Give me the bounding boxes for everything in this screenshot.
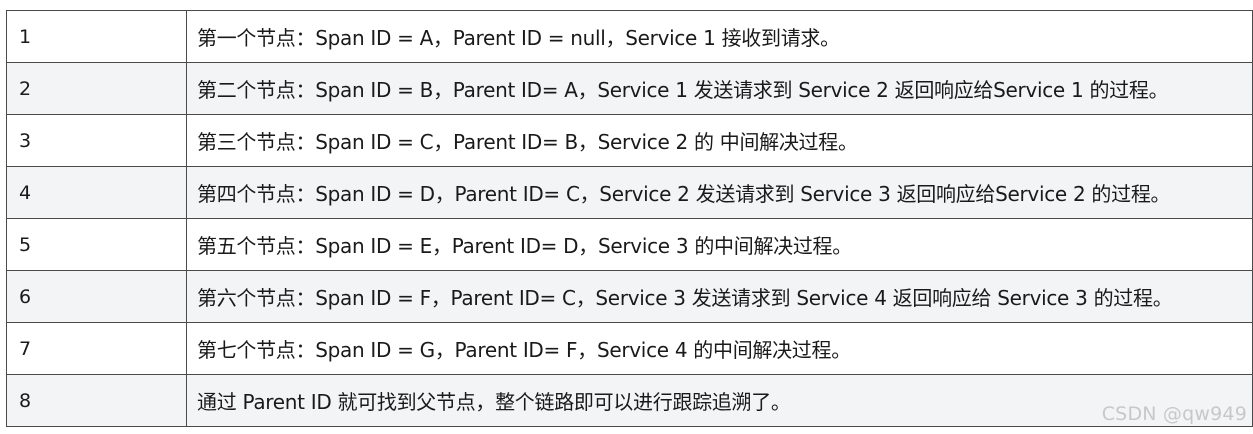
table-row: 4 第四个节点：Span ID = D，Parent ID= C，Service…: [6, 166, 1253, 219]
row-index: 7: [6, 322, 187, 375]
row-index: 4: [6, 166, 187, 219]
row-description: 第四个节点：Span ID = D，Parent ID= C，Service 2…: [186, 166, 1253, 219]
row-description: 第三个节点：Span ID = C，Parent ID= B，Service 2…: [186, 114, 1253, 167]
span-table: 1 第一个节点：Span ID = A，Parent ID = null，Ser…: [6, 10, 1253, 427]
row-description: 第二个节点：Span ID = B，Parent ID= A，Service 1…: [186, 62, 1253, 115]
watermark: CSDN @qw949: [1101, 403, 1247, 425]
row-description: 第五个节点：Span ID = E，Parent ID= D，Service 3…: [186, 218, 1253, 271]
row-index: 3: [6, 114, 187, 167]
row-description: 第七个节点：Span ID = G，Parent ID= F，Service 4…: [186, 322, 1253, 375]
table-row: 1 第一个节点：Span ID = A，Parent ID = null，Ser…: [6, 10, 1253, 63]
table-row: 2 第二个节点：Span ID = B，Parent ID= A，Service…: [6, 62, 1253, 115]
row-description: 通过 Parent ID 就可找到父节点，整个链路即可以进行跟踪追溯了。: [186, 374, 1253, 427]
row-index: 1: [6, 10, 187, 63]
row-index: 2: [6, 62, 187, 115]
table-row: 5 第五个节点：Span ID = E，Parent ID= D，Service…: [6, 218, 1253, 271]
row-description: 第六个节点：Span ID = F，Parent ID= C，Service 3…: [186, 270, 1253, 323]
row-index: 6: [6, 270, 187, 323]
row-description: 第一个节点：Span ID = A，Parent ID = null，Servi…: [186, 10, 1253, 63]
table-row: 6 第六个节点：Span ID = F，Parent ID= C，Service…: [6, 270, 1253, 323]
row-index: 8: [6, 374, 187, 427]
row-index: 5: [6, 218, 187, 271]
table-row: 8 通过 Parent ID 就可找到父节点，整个链路即可以进行跟踪追溯了。: [6, 374, 1253, 427]
table-row: 7 第七个节点：Span ID = G，Parent ID= F，Service…: [6, 322, 1253, 375]
table-row: 3 第三个节点：Span ID = C，Parent ID= B，Service…: [6, 114, 1253, 167]
